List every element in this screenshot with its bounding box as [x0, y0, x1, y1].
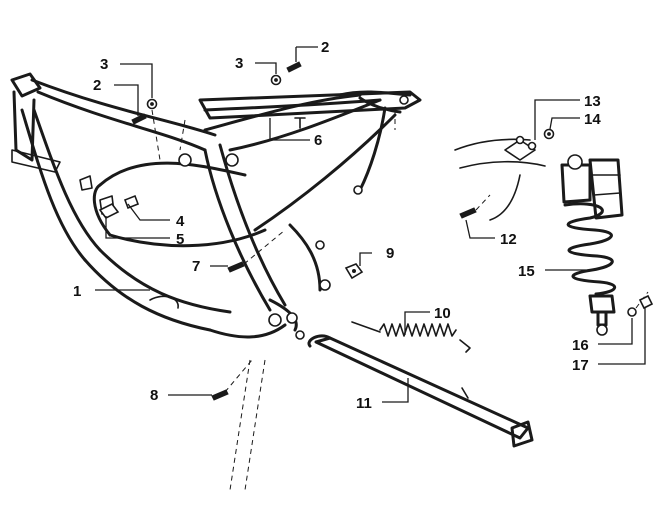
callout-15: 15	[518, 263, 535, 280]
callout-6: 6	[314, 132, 322, 149]
bolt-icon	[211, 389, 229, 401]
rear-subframe	[179, 90, 422, 195]
callout-10: 10	[434, 305, 451, 322]
side-stand-icon	[307, 334, 534, 448]
callout-16: 16	[572, 337, 589, 354]
callout-7: 7	[192, 258, 200, 275]
callout-8: 8	[150, 387, 158, 404]
shock-absorber-icon	[454, 135, 624, 336]
washer-icon	[627, 307, 637, 317]
callout-4: 4	[176, 213, 185, 230]
callout-14: 14	[584, 111, 601, 128]
callout-12: 12	[500, 231, 517, 248]
callout-leaders	[95, 46, 646, 403]
bolt-icon	[131, 113, 147, 125]
spring-icon	[351, 321, 471, 353]
washer-icon	[527, 141, 537, 151]
bolt-icon	[459, 207, 477, 219]
callout-3: 3	[100, 56, 108, 73]
callout-9: 9	[386, 245, 394, 262]
callout-1: 1	[73, 283, 81, 300]
nut-icon	[98, 202, 120, 220]
bushing-icon	[123, 194, 140, 210]
callout-11: 11	[356, 395, 372, 412]
callout-2: 2	[93, 77, 101, 94]
washer-icon	[270, 74, 282, 86]
nut-icon	[638, 294, 654, 310]
callout-2: 2	[321, 39, 329, 56]
washer-icon	[146, 98, 158, 110]
callout-13: 13	[584, 93, 601, 110]
nut-icon	[344, 263, 364, 280]
callout-17: 17	[572, 357, 589, 374]
callout-5: 5	[176, 231, 184, 248]
nut-icon	[543, 128, 555, 140]
callout-3: 3	[235, 55, 243, 72]
bolt-icon	[227, 261, 245, 273]
bolt-icon	[286, 61, 302, 73]
